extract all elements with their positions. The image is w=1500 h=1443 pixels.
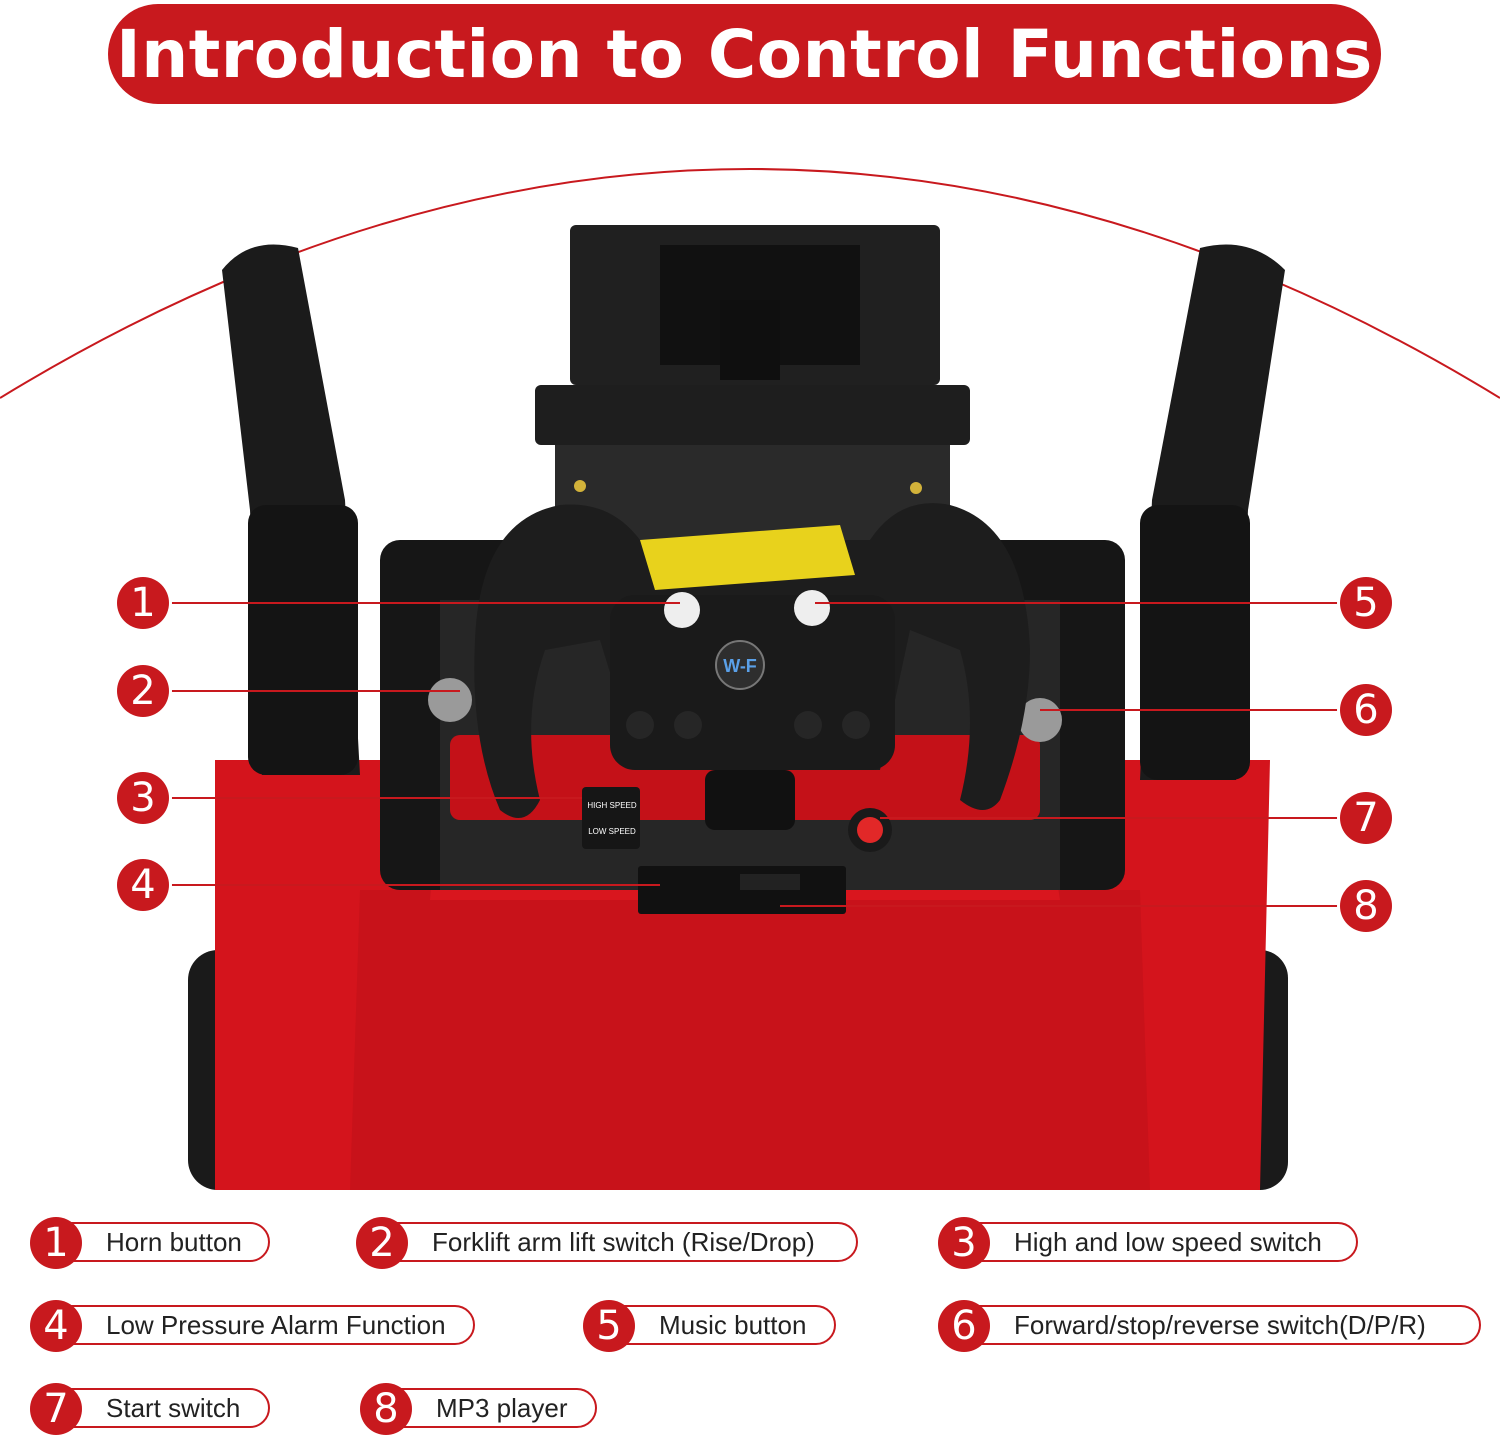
vehicle-illustration: W-F HIGH SPEED LOW SPEED xyxy=(0,168,1500,1190)
legend-item-4: 4 Low Pressure Alarm Function xyxy=(30,1300,475,1352)
marker-2: 2 xyxy=(117,665,169,717)
legend-num-4: 4 xyxy=(30,1300,82,1352)
legend-item-5: 5 Music button xyxy=(583,1300,836,1352)
legend-num-7: 7 xyxy=(30,1383,82,1435)
page-title: Introduction to Control Functions xyxy=(116,15,1373,93)
legend-num-5: 5 xyxy=(583,1300,635,1352)
legend-num-6: 6 xyxy=(938,1300,990,1352)
legend-item-3: 3 High and low speed switch xyxy=(938,1217,1358,1269)
legend-label-3: High and low speed switch xyxy=(1014,1226,1322,1257)
legend-item-1: 1 Horn button xyxy=(30,1217,270,1269)
marker-4: 4 xyxy=(117,859,169,911)
legend-label-7: Start switch xyxy=(106,1392,241,1423)
legend-label-1: Horn button xyxy=(106,1226,242,1257)
legend-item-8: 8 MP3 player xyxy=(360,1383,597,1435)
legend-label-5: Music button xyxy=(659,1309,807,1340)
horn-button xyxy=(664,592,700,628)
legend-label-2: Forklift arm lift switch (Rise/Drop) xyxy=(432,1226,815,1257)
marker-1: 1 xyxy=(117,577,169,629)
speed-low-label: LOW SPEED xyxy=(588,827,636,836)
marker-3: 3 xyxy=(117,772,169,824)
marker-5: 5 xyxy=(1340,577,1392,629)
legend-num-2: 2 xyxy=(356,1217,408,1269)
yellow-logo-plate xyxy=(640,525,855,590)
speed-high-label: HIGH SPEED xyxy=(587,801,637,810)
legend-num-3: 3 xyxy=(938,1217,990,1269)
legend-num-8: 8 xyxy=(360,1383,412,1435)
legend-label-4: Low Pressure Alarm Function xyxy=(106,1309,446,1340)
legend-item-6: 6 Forward/stop/reverse switch(D/P/R) xyxy=(938,1300,1481,1352)
marker-6: 6 xyxy=(1340,684,1392,736)
music-button xyxy=(794,590,830,626)
speed-switch xyxy=(582,787,640,849)
legend-item-2: 2 Forklift arm lift switch (Rise/Drop) xyxy=(356,1217,858,1269)
legend-item-7: 7 Start switch xyxy=(30,1383,270,1435)
marker-7: 7 xyxy=(1340,792,1392,844)
wheel-logo-text: W-F xyxy=(723,656,757,676)
marker-8: 8 xyxy=(1340,880,1392,932)
legend-label-6: Forward/stop/reverse switch(D/P/R) xyxy=(1014,1309,1426,1340)
legend-label-8: MP3 player xyxy=(436,1392,568,1423)
title-banner: Introduction to Control Functions xyxy=(108,4,1381,104)
legend-num-1: 1 xyxy=(30,1217,82,1269)
